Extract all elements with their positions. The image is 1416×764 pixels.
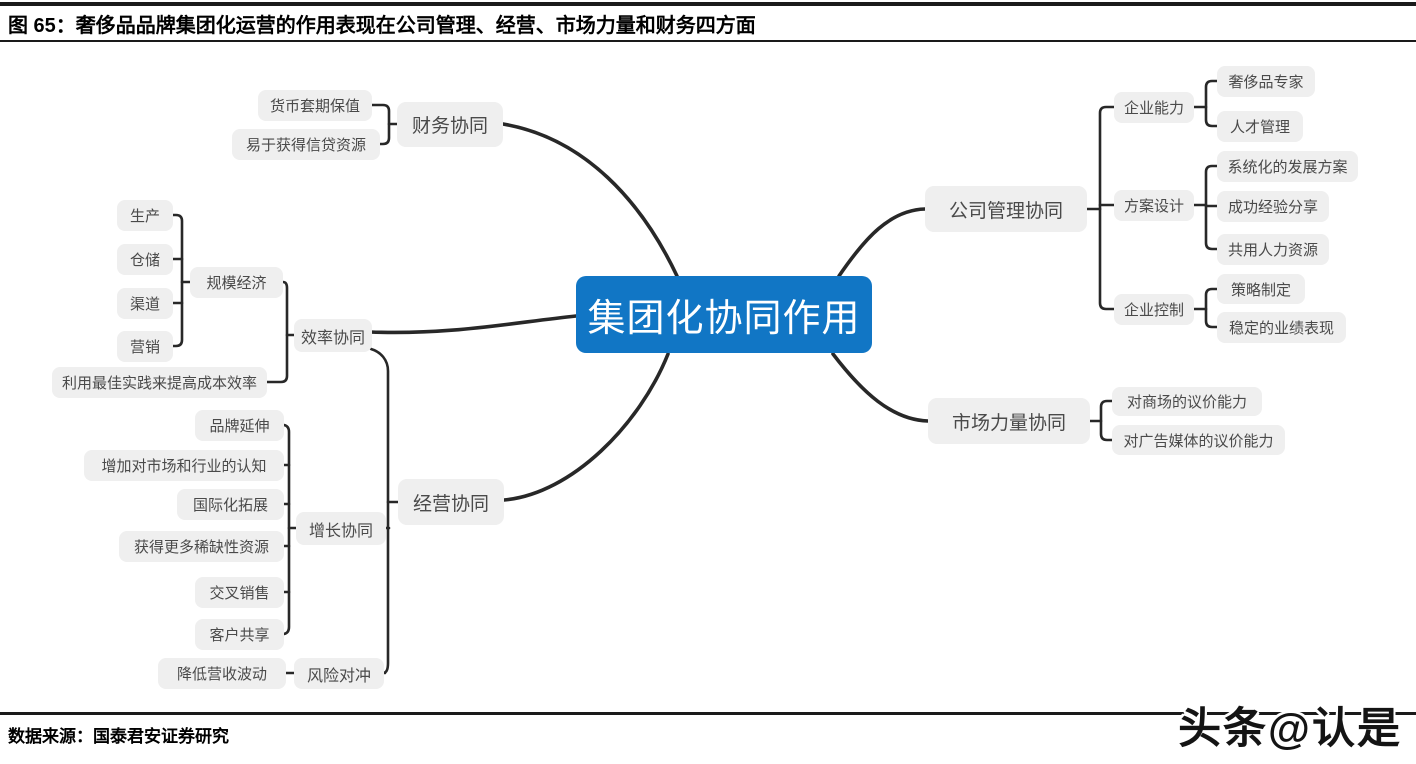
node-mall-bargain: 对商场的议价能力	[1112, 387, 1262, 416]
node-success-share: 成功经验分享	[1217, 191, 1329, 222]
node-credit-access: 易于获得信贷资源	[232, 129, 380, 160]
node-sys-plan: 系统化的发展方案	[1217, 151, 1358, 182]
node-customer-sharing: 客户共享	[195, 619, 284, 650]
node-scheme-design: 方案设计	[1114, 190, 1194, 221]
node-ad-bargain: 对广告媒体的议价能力	[1112, 425, 1285, 455]
top-rule	[0, 2, 1416, 6]
node-scale-economy: 规模经济	[190, 267, 283, 298]
node-production: 生产	[117, 200, 173, 231]
node-stable-perf: 稳定的业绩表现	[1217, 312, 1346, 343]
data-source: 数据来源：国泰君安证券研究	[8, 727, 229, 746]
node-shared-hr: 共用人力资源	[1217, 234, 1329, 265]
node-efficiency: 效率协同	[294, 319, 372, 352]
node-mgmt: 公司管理协同	[925, 186, 1087, 232]
node-risk-hedge: 风险对冲	[294, 658, 384, 689]
node-strategy: 策略制定	[1217, 274, 1305, 304]
node-warehousing: 仓储	[117, 244, 173, 275]
node-best-practice: 利用最佳实践来提高成本效率	[52, 367, 267, 398]
node-intl-expansion: 国际化拓展	[177, 489, 284, 520]
node-corp-control: 企业控制	[1114, 294, 1194, 325]
node-cross-selling: 交叉销售	[195, 577, 284, 608]
node-currency-hedge: 货币套期保值	[258, 90, 372, 121]
node-revenue-vol: 降低营收波动	[158, 658, 286, 689]
node-corp-capability: 企业能力	[1114, 92, 1194, 123]
node-root: 集团化协同作用	[576, 276, 872, 353]
node-finance: 财务协同	[397, 102, 503, 147]
node-brand-ext: 品牌延伸	[195, 410, 284, 441]
title-divider	[0, 40, 1416, 42]
bottom-rule	[0, 712, 1416, 715]
node-market-power: 市场力量协同	[928, 398, 1090, 444]
node-scarce-resources: 获得更多稀缺性资源	[119, 531, 284, 562]
node-growth: 增长协同	[296, 512, 386, 545]
node-marketing: 营销	[117, 331, 173, 362]
node-channel: 渠道	[117, 288, 173, 319]
node-lux-expert: 奢侈品专家	[1217, 66, 1315, 97]
node-market-cognition: 增加对市场和行业的认知	[84, 450, 284, 481]
node-talent-mgmt: 人才管理	[1217, 111, 1303, 142]
figure-title: 图 65：奢侈品品牌集团化运营的作用表现在公司管理、经营、市场力量和财务四方面	[8, 15, 756, 37]
watermark: 头条@认是	[1178, 705, 1402, 753]
node-operation: 经营协同	[398, 479, 504, 525]
